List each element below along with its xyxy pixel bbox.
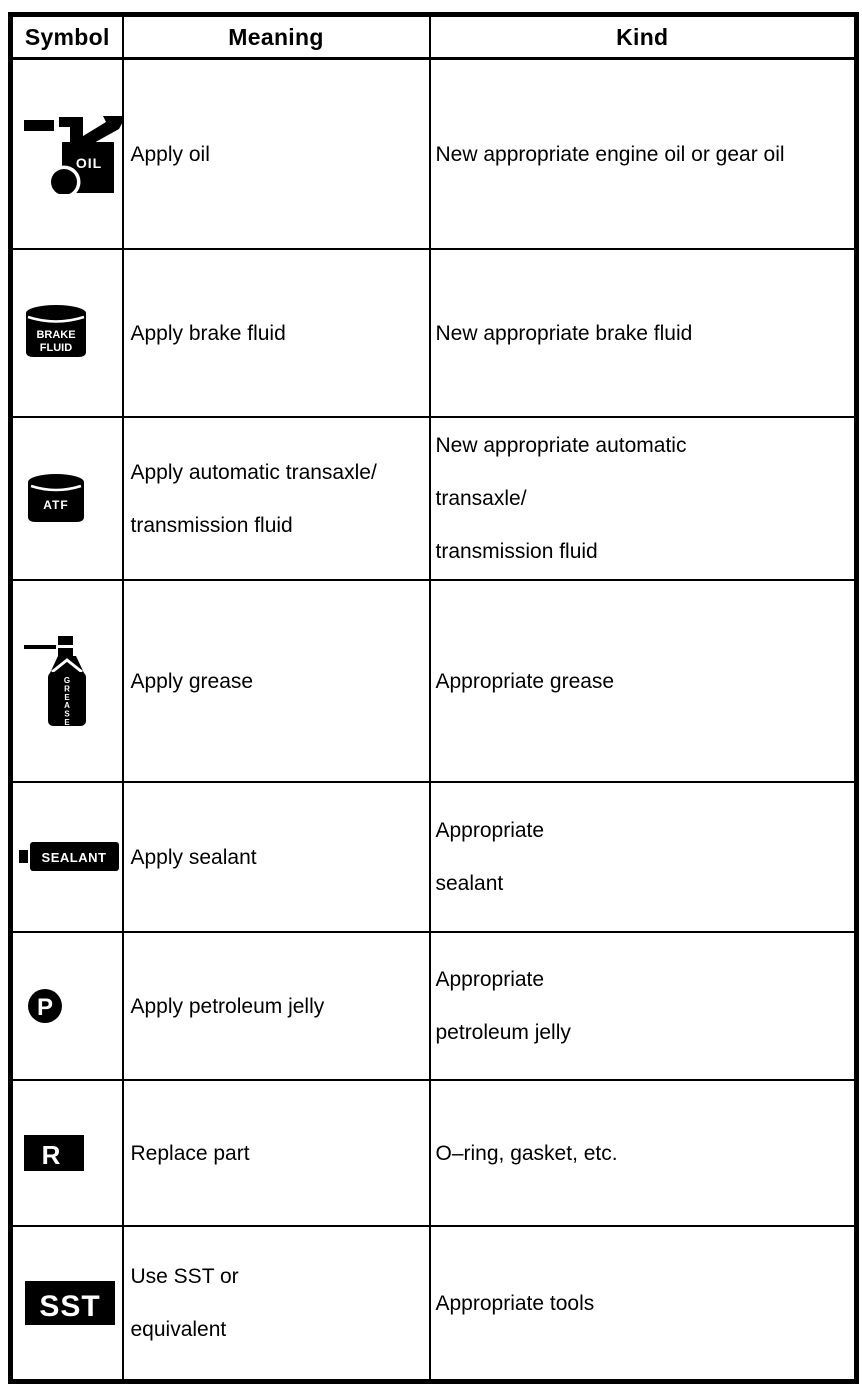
replace-icon-label: R [42,1140,61,1170]
sealant-icon-label: SEALANT [42,850,107,865]
meaning-cell: Replace part [121,1079,431,1227]
meaning-cell: Apply petroleum jelly [121,931,431,1081]
brake-icon-label-line2: FLUID [40,342,72,354]
kind-cell: New appropriate automatic transaxle/ tra… [428,416,858,581]
table-row: SEALANT Apply sealant Appropriate sealan… [9,781,858,933]
meaning-cell: Apply grease [121,579,431,783]
meaning-cell: Apply sealant [121,781,431,933]
table-row: R Replace part O–ring, gasket, etc. [9,1079,858,1227]
column-header-meaning: Meaning [121,13,431,60]
table-row: P Apply petroleum jelly Appropriate petr… [9,931,858,1081]
header-row: Symbol Meaning Kind [9,13,858,60]
meaning-cell: Apply brake fluid [121,248,431,418]
table-row: BRAKE FLUID Apply brake fluid New approp… [9,248,858,418]
table-row: SST Use SST or equivalent Appropriate to… [9,1225,858,1383]
table-row: OIL Apply oil New appropriate engine oil… [9,57,858,250]
symbol-cell: BRAKE FLUID [9,248,124,418]
meaning-cell: Apply oil [121,57,431,250]
sst-icon: SST [25,1281,115,1325]
symbol-cell: P [9,931,124,1081]
symbol-legend-table: Symbol Meaning Kind OIL [8,12,859,1384]
column-header-symbol: Symbol [9,13,124,60]
brake-fluid-can-icon: BRAKE FLUID [26,305,86,357]
kind-cell: New appropriate brake fluid [428,248,858,418]
kind-cell: Appropriate grease [428,579,858,783]
atf-can-icon: ATF [28,473,84,522]
meaning-cell: Use SST or equivalent [121,1225,431,1383]
symbol-cell: OIL [9,57,124,250]
meaning-cell: Apply automatic transaxle/ transmission … [121,416,431,581]
symbol-cell: SEALANT [9,781,124,933]
atf-icon-label: ATF [43,498,68,512]
symbol-cell: ATF [9,416,124,581]
kind-cell: New appropriate engine oil or gear oil [428,57,858,250]
table-row: ATF Apply automatic transaxle/ transmiss… [9,416,858,581]
petroleum-jelly-icon: P [28,989,62,1023]
oil-can-icon: OIL [24,116,121,194]
sealant-tube-icon: SEALANT [19,842,119,871]
kind-cell: O–ring, gasket, etc. [428,1079,858,1227]
symbol-cell: R [9,1079,124,1227]
column-header-kind: Kind [428,13,858,60]
kind-cell: Appropriate sealant [428,781,858,933]
kind-cell: Appropriate petroleum jelly [428,931,858,1081]
replace-part-icon: R [24,1135,84,1171]
brake-icon-label-line1: BRAKE [36,329,75,341]
sst-icon-label: SST [39,1290,100,1323]
kind-cell: Appropriate tools [428,1225,858,1383]
petroleum-icon-label: P [37,994,53,1021]
symbol-cell: SST [9,1225,124,1383]
oil-icon-label: OIL [76,155,102,171]
